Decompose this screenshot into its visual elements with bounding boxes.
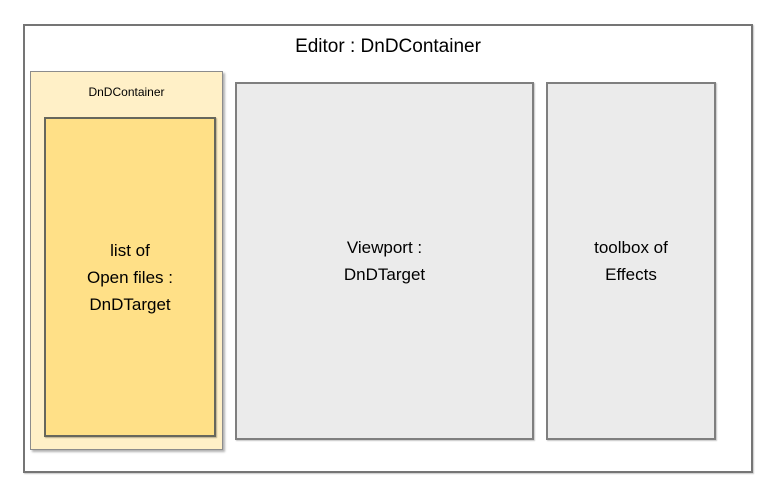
editor-title: Editor : DnDContainer bbox=[295, 36, 481, 57]
toolbox-box: toolbox of Effects bbox=[546, 82, 716, 440]
open-files-text-line-2: Open files : bbox=[87, 267, 173, 287]
editor-container: Editor : DnDContainer DnDContainer list … bbox=[23, 24, 753, 473]
open-files-list-box: list of Open files : DnDTarget bbox=[44, 117, 216, 437]
dnd-container-panel: DnDContainer list of Open files : DnDTar… bbox=[30, 71, 223, 450]
viewport-text-line-2: DnDTarget bbox=[343, 265, 426, 284]
toolbox-text-line-1: toolbox of bbox=[594, 238, 668, 257]
viewport-box: Viewport : DnDTarget bbox=[235, 82, 534, 440]
open-files-text-line-1: list of bbox=[110, 240, 150, 260]
viewport-text-line-1: Viewport : bbox=[346, 238, 423, 257]
open-files-text-line-3: DnDTarget bbox=[89, 294, 171, 314]
toolbox-text-line-2: Effects bbox=[605, 265, 657, 284]
dnd-container-label: DnDContainer bbox=[88, 85, 165, 99]
